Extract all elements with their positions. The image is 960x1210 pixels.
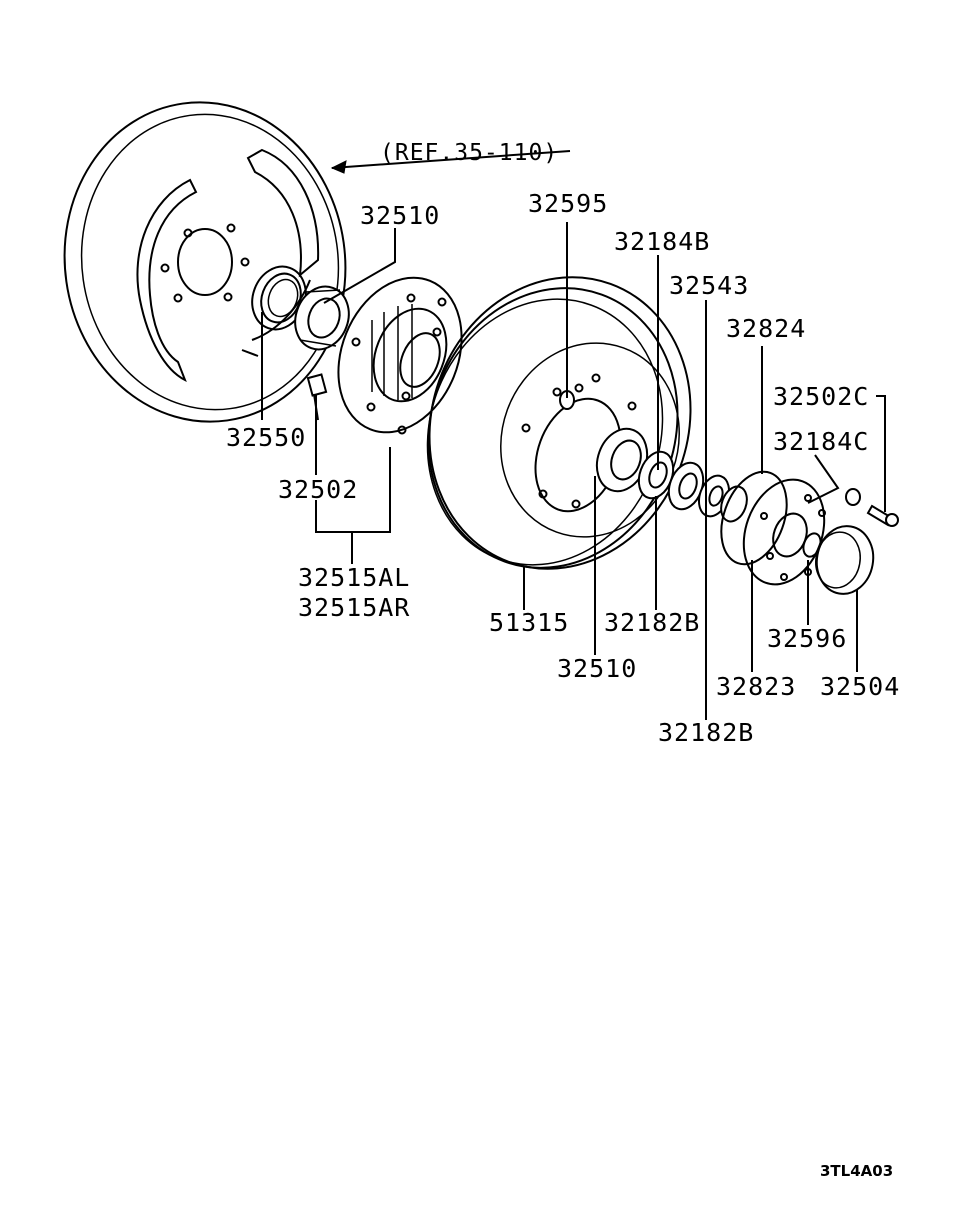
label-32182B-b: 32182B [658, 718, 754, 747]
leader-lines [261, 150, 886, 720]
label-32184B: 32184B [614, 227, 710, 256]
drawing-code: 3TL4A03 [820, 1162, 893, 1180]
label-32502C: 32502C [773, 382, 869, 411]
label-32184C: 32184C [773, 427, 869, 456]
label-32182B-a: 32182B [604, 608, 700, 637]
label-32823: 32823 [716, 672, 796, 701]
hub-bolt-32502 [306, 373, 328, 421]
lock-washers [637, 450, 748, 523]
label-32596: 32596 [767, 624, 847, 653]
wheel-hub-32515 [337, 276, 463, 435]
label-32510-top: 32510 [360, 201, 440, 230]
label-32510-bottom: 32510 [557, 654, 637, 683]
label-32502: 32502 [278, 475, 358, 504]
gasket-32824 [720, 470, 788, 566]
label-32595: 32595 [528, 189, 608, 218]
label-32550: 32550 [226, 423, 306, 452]
hub-cap-32504 [815, 525, 875, 595]
callout-labels: (REF.35-110) 32510 32550 32502 32515AL 3… [226, 140, 900, 1180]
label-32824: 32824 [726, 314, 806, 343]
bearing-32510-outer [595, 427, 649, 493]
label-51315: 51315 [489, 608, 569, 637]
label-32504: 32504 [820, 672, 900, 701]
label-32515AR: 32515AR [298, 593, 410, 622]
bearing-32510-inner [294, 285, 350, 351]
reference-label: (REF.35-110) [380, 140, 558, 166]
flange-bolts [845, 488, 899, 527]
label-32543: 32543 [669, 271, 749, 300]
label-32515AL: 32515AL [298, 563, 410, 592]
backing-plate [63, 101, 347, 423]
